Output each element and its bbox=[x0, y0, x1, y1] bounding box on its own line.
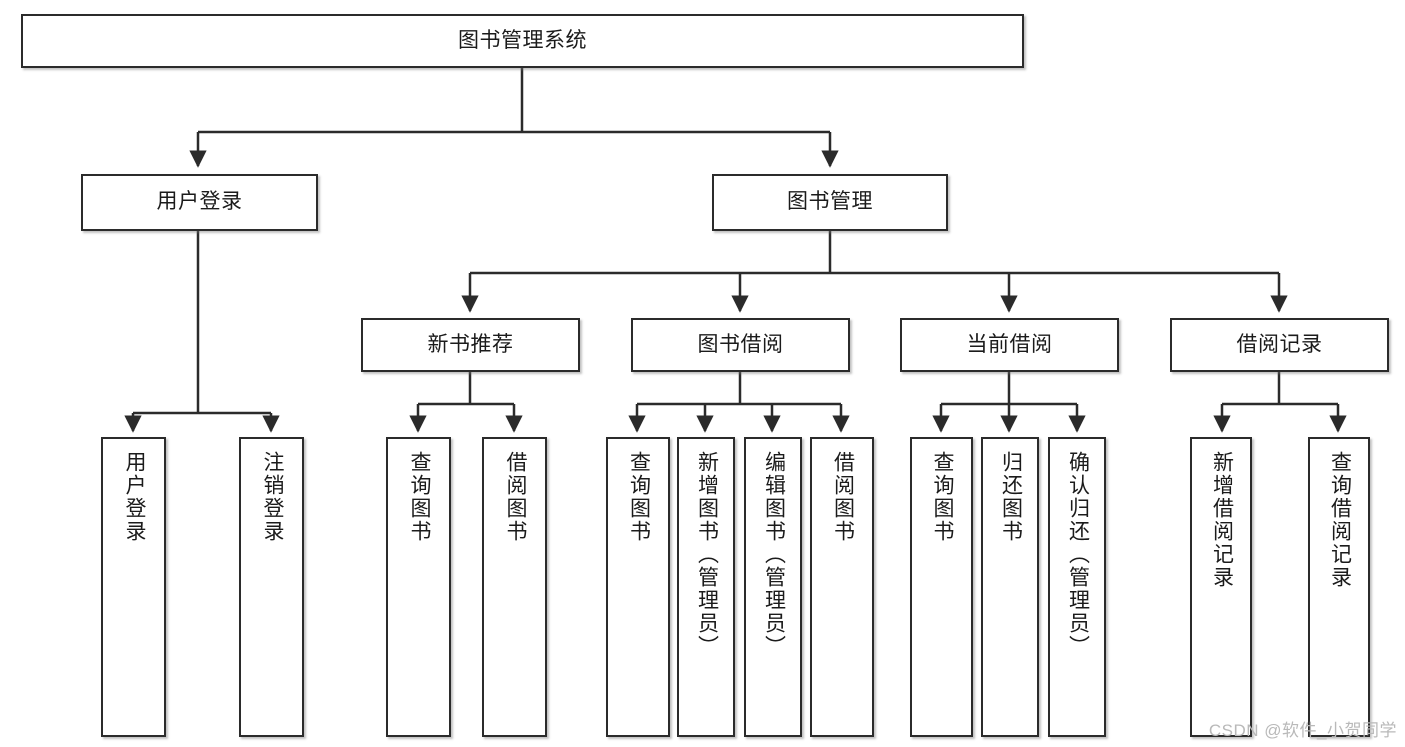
leaf-borrow-record-add[interactable]: 新增借阅记录 bbox=[1190, 437, 1252, 737]
node-label: 用户登录 bbox=[156, 190, 243, 214]
node-label: 归还图书 bbox=[999, 451, 1023, 543]
leaf-borrow-record-query[interactable]: 查询借阅记录 bbox=[1308, 437, 1370, 737]
leaf-book-borrow-add-admin[interactable]: 新增图书（管理员） bbox=[677, 437, 735, 737]
node-current-borrow[interactable]: 当前借阅 bbox=[900, 318, 1119, 372]
leaf-book-borrow-query[interactable]: 查询图书 bbox=[606, 437, 670, 737]
leaf-user-login-logout[interactable]: 注销登录 bbox=[239, 437, 304, 737]
watermark: CSDN @软件_小贺同学 bbox=[1208, 721, 1397, 740]
leaf-book-borrow-edit-admin[interactable]: 编辑图书（管理员） bbox=[744, 437, 802, 737]
node-label: 借阅图书 bbox=[503, 451, 527, 543]
leaf-new-book-query[interactable]: 查询图书 bbox=[386, 437, 451, 737]
node-label: 查询图书 bbox=[407, 451, 431, 543]
leaf-user-login-login[interactable]: 用户登录 bbox=[101, 437, 166, 737]
node-label: 当前借阅 bbox=[966, 332, 1053, 356]
node-book-borrow[interactable]: 图书借阅 bbox=[631, 318, 850, 372]
node-label: 查询图书 bbox=[627, 451, 651, 543]
node-label: 查询图书 bbox=[930, 451, 954, 543]
leaf-current-borrow-confirm-admin[interactable]: 确认归还（管理员） bbox=[1048, 437, 1106, 737]
node-book-management[interactable]: 图书管理 bbox=[712, 174, 948, 231]
node-label: 新增借阅记录 bbox=[1210, 451, 1234, 589]
node-label: 编辑图书（管理员） bbox=[762, 451, 786, 658]
node-new-book-recommend[interactable]: 新书推荐 bbox=[361, 318, 580, 372]
node-label: 查询借阅记录 bbox=[1328, 451, 1352, 589]
node-label: 确认归还（管理员） bbox=[1066, 451, 1090, 658]
node-root-book-management-system[interactable]: 图书管理系统 bbox=[21, 14, 1024, 68]
node-label: 借阅图书 bbox=[831, 451, 855, 543]
node-label: 借阅记录 bbox=[1236, 332, 1323, 356]
node-user-login[interactable]: 用户登录 bbox=[81, 174, 318, 231]
leaf-current-borrow-query[interactable]: 查询图书 bbox=[910, 437, 973, 737]
node-label: 图书管理 bbox=[787, 190, 873, 214]
node-label: 用户登录 bbox=[122, 451, 146, 543]
leaf-book-borrow-borrow[interactable]: 借阅图书 bbox=[810, 437, 874, 737]
node-label: 图书管理系统 bbox=[458, 28, 587, 52]
node-label: 新增图书（管理员） bbox=[695, 451, 719, 658]
node-borrow-record[interactable]: 借阅记录 bbox=[1170, 318, 1389, 372]
node-label: 新书推荐 bbox=[427, 332, 514, 356]
leaf-current-borrow-return[interactable]: 归还图书 bbox=[981, 437, 1039, 737]
leaf-new-book-borrow[interactable]: 借阅图书 bbox=[482, 437, 547, 737]
node-label: 注销登录 bbox=[260, 451, 284, 543]
node-label: 图书借阅 bbox=[697, 332, 784, 356]
